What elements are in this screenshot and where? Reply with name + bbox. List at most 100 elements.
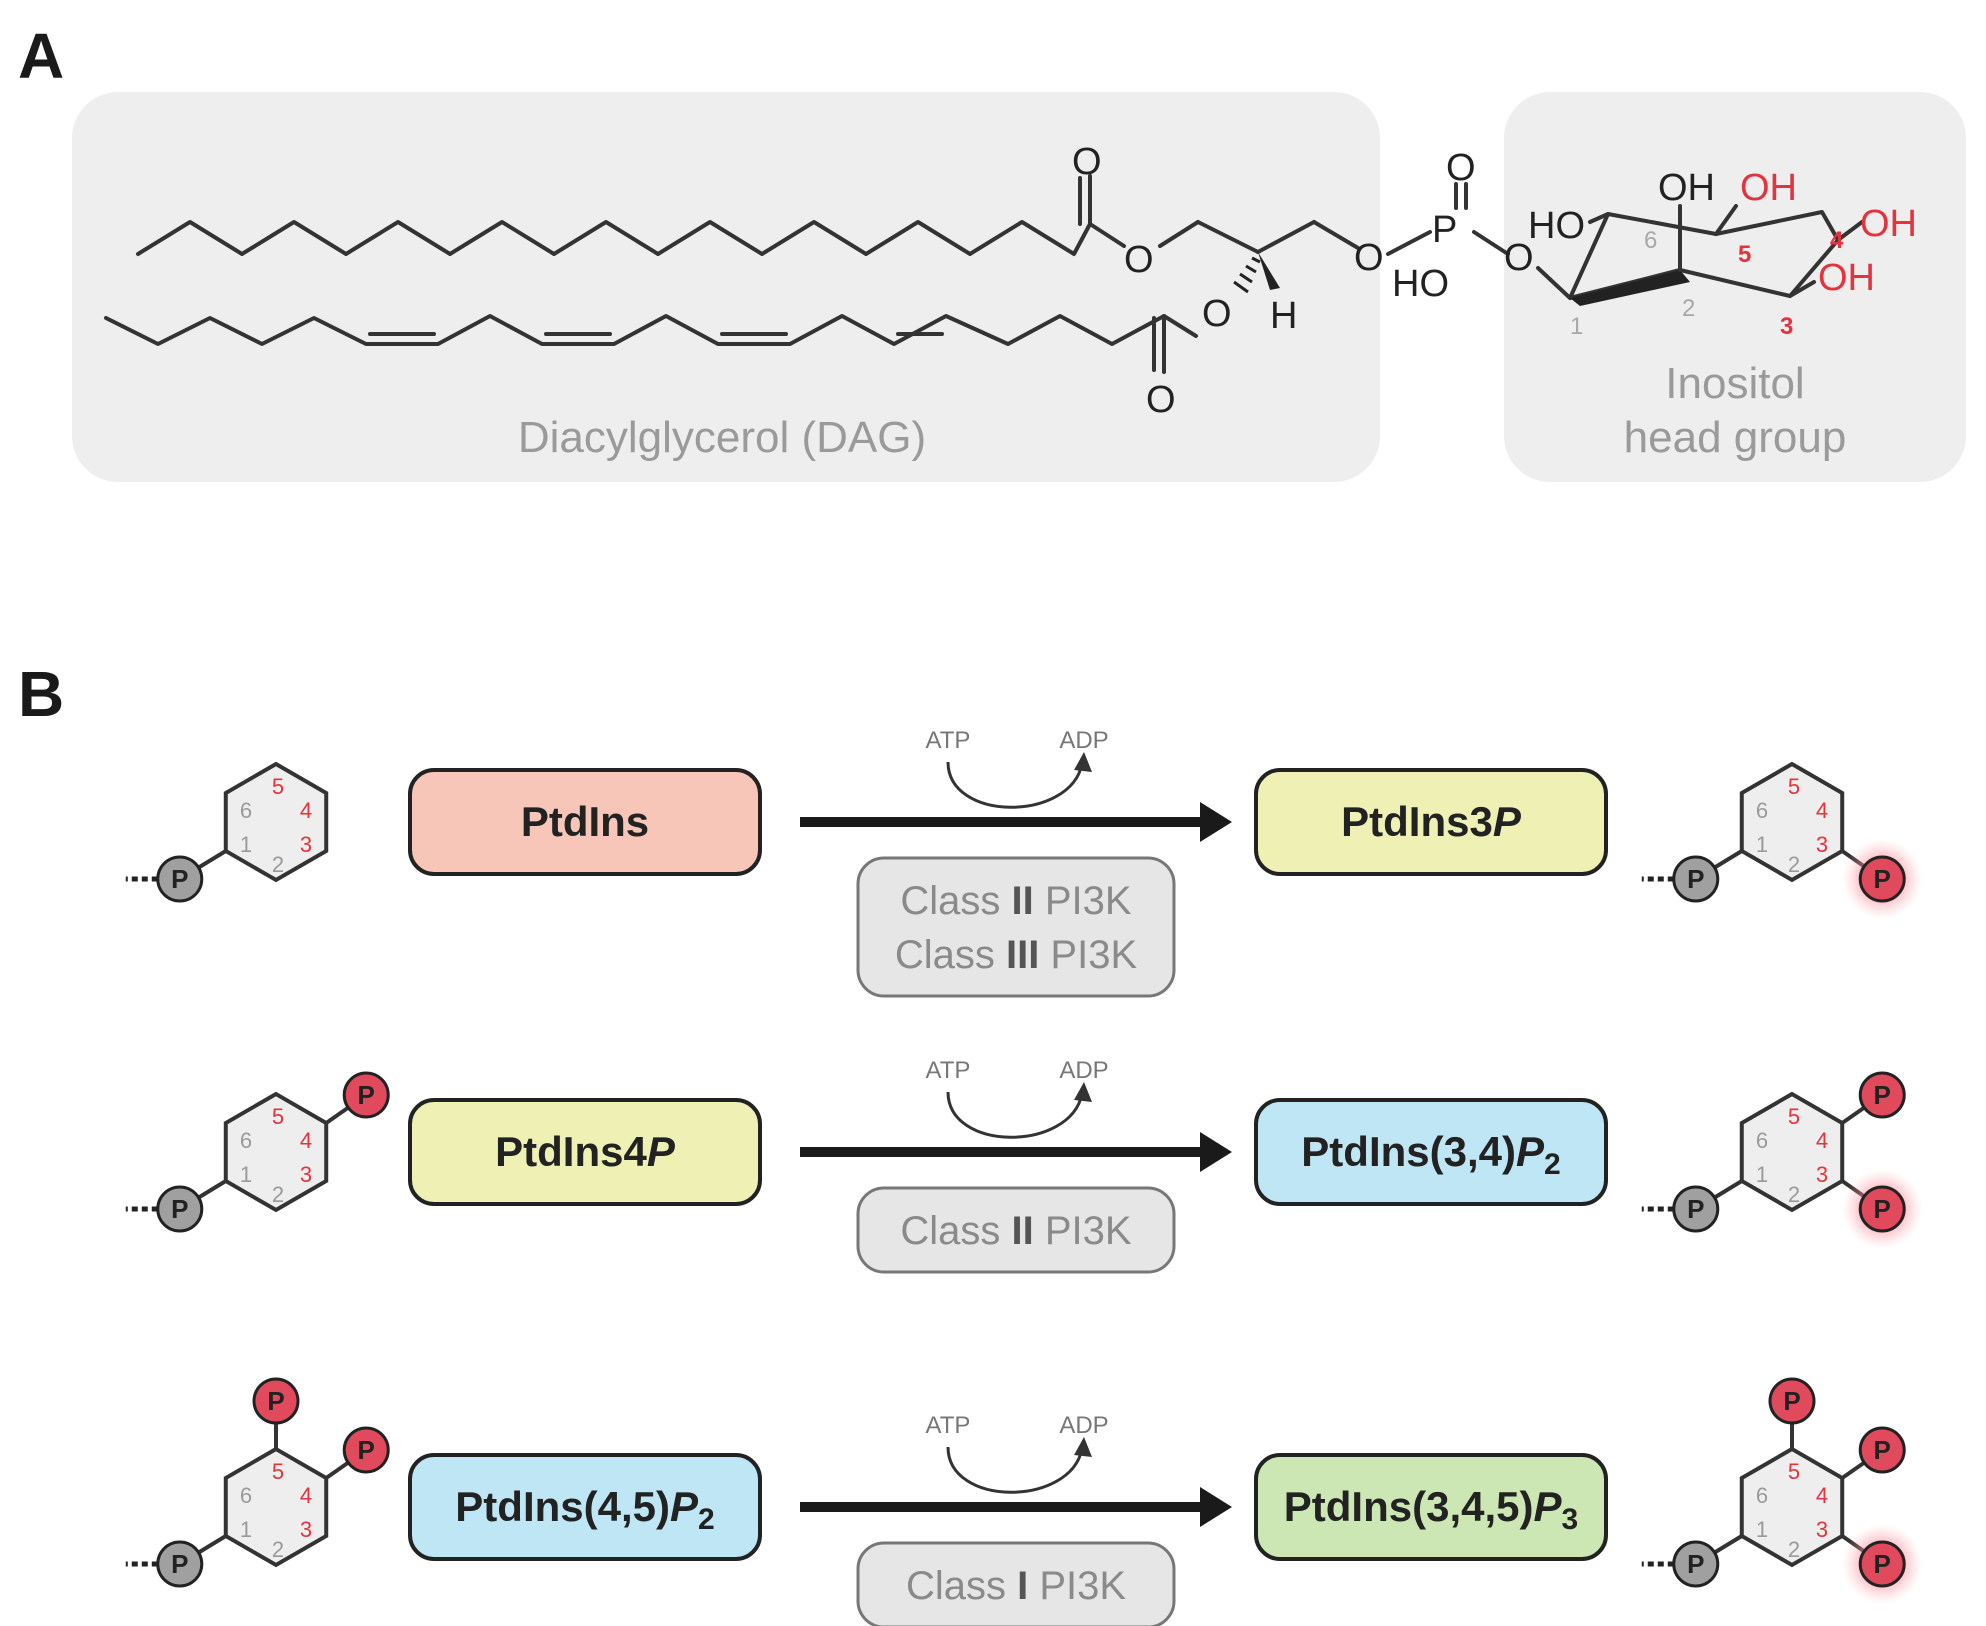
row3-substrate-ring-number-2: 2	[272, 1537, 284, 1562]
row2-product-phosphate-3-label: P	[1874, 1194, 1891, 1224]
row3-product-head-phosphate	[1672, 1540, 1720, 1588]
row2-substrate-head-phosphate-label: P	[171, 1194, 188, 1224]
row1-substrate-head-phosphate	[156, 855, 204, 903]
carbon-1-label: 1	[1570, 313, 1583, 340]
row1-substrate-ring-number-2: 2	[272, 852, 284, 877]
inositol-region-box	[1504, 92, 1966, 482]
row1-substrate-name: PtdIns	[521, 798, 649, 845]
phosphoryl-oxygen: O	[1446, 147, 1476, 189]
inositol-label-line1: Inositol	[1665, 359, 1804, 408]
row2-enzyme-1-suffix: PI3K	[1034, 1209, 1132, 1253]
row3-product-ring-number-4: 4	[1816, 1483, 1828, 1508]
carbon-3-label: 3	[1780, 313, 1793, 340]
row3-substrate-head-phosphate	[156, 1540, 204, 1588]
dag-label: Diacylglycerol (DAG)	[518, 413, 926, 462]
row1-product-phosphate-3-label: P	[1874, 864, 1891, 894]
phosphoester-oxygen-1: O	[1354, 237, 1384, 279]
row3-substrate-ring-number-3: 3	[300, 1517, 312, 1542]
row2-substrate-name-base: PtdIns4	[495, 1128, 647, 1175]
row3-substrate-phosphate-4-label: P	[358, 1435, 375, 1465]
c5-hydroxyl: OH	[1740, 167, 1797, 209]
row2-substrate-ring-number-4: 4	[300, 1128, 312, 1153]
row3-enzyme-1-suffix: PI3K	[1028, 1564, 1126, 1608]
row2-product-box	[1254, 1098, 1608, 1206]
row1-product-ring-number-2: 2	[1788, 852, 1800, 877]
row2-product-name: PtdIns(3,4)P2	[1301, 1128, 1560, 1181]
row3-substrate-name-phosphate: P	[670, 1483, 699, 1530]
row3-enzyme-1: Class I PI3K	[906, 1564, 1126, 1608]
row3-substrate-name: PtdIns(4,5)P2	[455, 1483, 714, 1536]
row2-substrate-box	[408, 1098, 762, 1206]
row1-substrate-ring-number-3: 3	[300, 832, 312, 857]
row2-enzyme-1: Class II PI3K	[900, 1209, 1132, 1253]
row2-substrate-ring-number-2: 2	[272, 1182, 284, 1207]
c4-hydroxyl: OH	[1860, 203, 1917, 245]
row3-product-phosphate-4	[1858, 1426, 1906, 1474]
c3-hydroxyl: OH	[1818, 257, 1875, 299]
row2-substrate-phosphate-4-label: P	[358, 1080, 375, 1110]
row2-enzyme-box	[856, 1186, 1176, 1274]
carbon-2-label: 2	[1682, 295, 1695, 322]
row1-substrate-ring-number-5: 5	[272, 774, 284, 799]
row2-product-head-phosphate	[1672, 1185, 1720, 1233]
row2-adp-arrowhead	[1074, 1082, 1092, 1102]
phosphate-bond-2	[1472, 230, 1510, 256]
row3-product-ring-number-1: 1	[1756, 1517, 1768, 1542]
row1-product-ring-number-6: 6	[1756, 798, 1768, 823]
ester2-oxygen: O	[1202, 293, 1232, 335]
saturated-fatty-acid-chain	[136, 220, 1092, 256]
row2-substrate-ring-number-1: 1	[240, 1162, 252, 1187]
row2-product-phosphate-4-label: P	[1874, 1080, 1891, 1110]
row3-substrate-ring-number-5: 5	[272, 1459, 284, 1484]
row3-product-phosphate-4-label: P	[1874, 1435, 1891, 1465]
row3-enzyme-1-roman: I	[1017, 1564, 1028, 1608]
row1-product-head-phosphate	[1672, 855, 1720, 903]
row3-substrate-name-subscript: 2	[698, 1503, 715, 1536]
row3-reaction-arrowhead	[1200, 1487, 1232, 1527]
row3-product-ring-number-5: 5	[1788, 1459, 1800, 1484]
row3-product-ring-number-6: 6	[1756, 1483, 1768, 1508]
row2-product-head-phosphate-label: P	[1687, 1194, 1704, 1224]
inositol-chair	[1536, 204, 1864, 306]
row3-substrate-ring-number-6: 6	[240, 1483, 252, 1508]
row1-product-inositol-ring	[1739, 761, 1845, 883]
unsaturated-fatty-acid-chain	[104, 314, 1198, 346]
row1-enzyme-2-roman: III	[1006, 933, 1039, 977]
carbon-6-label: 6	[1644, 227, 1657, 254]
row3-enzyme-box	[856, 1541, 1176, 1626]
inositol-label-line2: head group	[1624, 413, 1847, 462]
row1-atp-curve	[946, 761, 1084, 809]
ester1-carbonyl-oxygen: O	[1072, 141, 1102, 183]
row3-substrate-box	[408, 1453, 762, 1561]
row3-enzyme-1-prefix: Class	[906, 1564, 1017, 1608]
row2-adp-label: ADP	[1059, 1057, 1108, 1084]
row2-substrate-name: PtdIns4P	[495, 1128, 676, 1175]
row2-reaction-arrowhead	[1200, 1132, 1232, 1172]
row2-product-name-base: PtdIns(3,4)	[1301, 1128, 1516, 1175]
row2-product-ring-number-6: 6	[1756, 1128, 1768, 1153]
ester2-carbonyl-oxygen: O	[1146, 379, 1176, 421]
row3-product-phosphate-3	[1858, 1540, 1906, 1588]
row1-substrate-inositol-ring	[223, 761, 329, 883]
row3-product-name-phosphate: P	[1534, 1483, 1563, 1530]
row2-product-ring-number-1: 1	[1756, 1162, 1768, 1187]
row2-product-name-phosphate: P	[1516, 1128, 1545, 1175]
row1-adp-label: ADP	[1059, 727, 1108, 754]
row1-enzyme-1-suffix: PI3K	[1034, 879, 1132, 923]
row3-product-ring-number-3: 3	[1816, 1517, 1828, 1542]
row1-product-name-phosphate: P	[1493, 798, 1522, 845]
row1-enzyme-2-suffix: PI3K	[1039, 933, 1137, 977]
row2-product-name-subscript: 2	[1544, 1148, 1561, 1181]
row1-product-ring-number-5: 5	[1788, 774, 1800, 799]
row3-substrate-phosphate-5	[252, 1377, 300, 1425]
row3-product-head-phosphate-label: P	[1687, 1549, 1704, 1579]
row3-substrate-head-phosphate-label: P	[171, 1549, 188, 1579]
row1-product-name: PtdIns3P	[1341, 798, 1522, 845]
row1-substrate-box	[408, 768, 762, 876]
row2-product-phosphate-3	[1858, 1185, 1906, 1233]
hashed-bond	[1233, 256, 1261, 294]
row1-substrate-head-phosphate-label: P	[171, 864, 188, 894]
